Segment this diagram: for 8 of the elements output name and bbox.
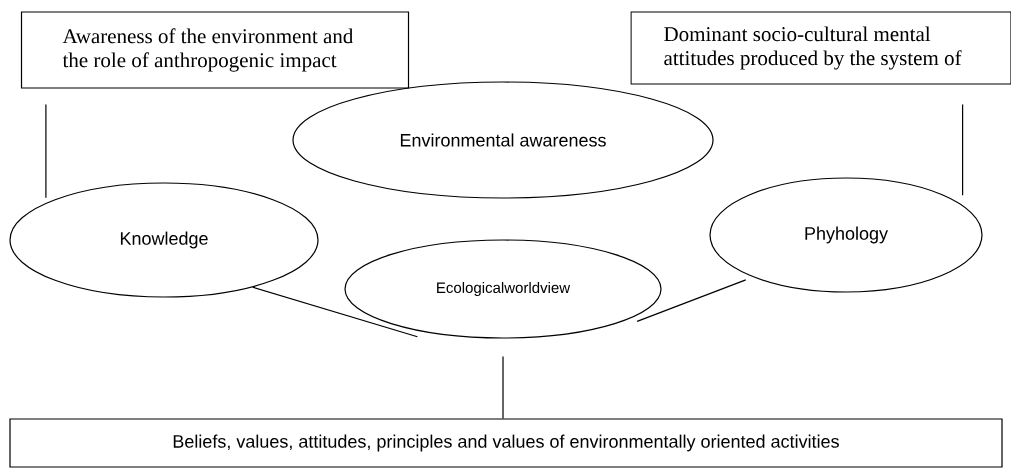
connector-line [636,279,747,322]
connector-line [45,104,47,199]
text-box: Beliefs, values, attitudes, principles and values of environmentally oriented activities [9,418,1003,468]
text-box: Dominant socio-cultural mental attitudes produced by the system of [630,11,1011,85]
connector-line [252,286,418,338]
connector-line [962,104,964,196]
connector-line [502,356,504,419]
text-box: Awareness of the environment and the role of anthropogenic impact [20,11,410,89]
